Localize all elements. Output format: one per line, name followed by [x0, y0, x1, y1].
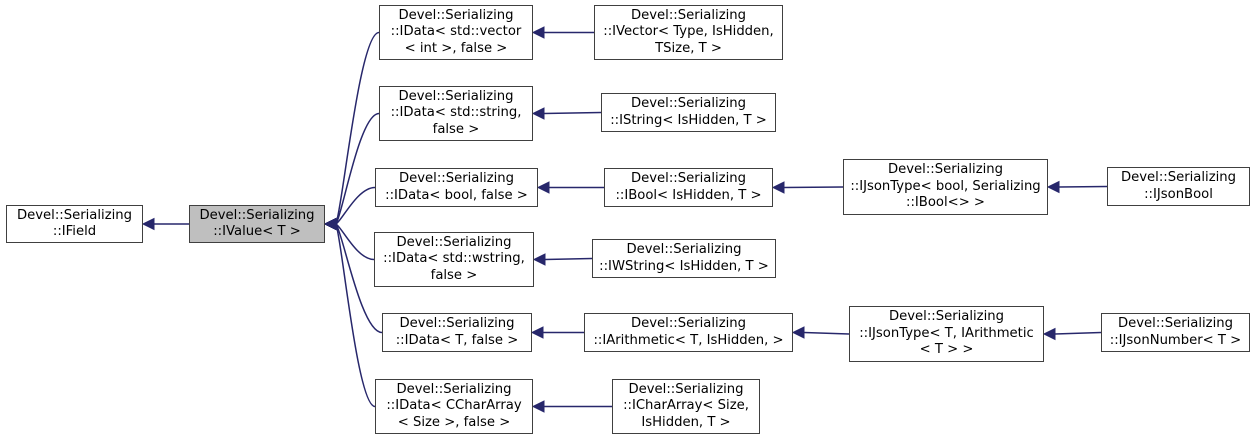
class-node-idata_string[interactable]: Devel::Serializing ::IData< std::string,…: [379, 86, 533, 141]
class-node-icharray[interactable]: Devel::Serializing ::ICharArray< Size, I…: [612, 379, 760, 434]
edge-idata_vector-to-ivalue: [323, 31, 380, 231]
edge-ijsonbool-to-ijsontype_b: [1046, 180, 1108, 194]
class-node-ijsontype_b[interactable]: Devel::Serializing ::IJsonType< bool, Se…: [843, 159, 1048, 215]
edge-iarithmetic-to-idata_t: [530, 326, 584, 339]
edge-iwstring-to-idata_wstr: [532, 253, 593, 266]
edge-ijsontype_a-to-iarithmetic: [791, 326, 850, 339]
edge-ijsonnumber-to-ijsontype_a: [1042, 327, 1102, 341]
class-node-ivector[interactable]: Devel::Serializing ::IVector< Type, IsHi…: [594, 5, 783, 60]
class-node-ijsonbool[interactable]: Devel::Serializing ::IJsonBool: [1107, 167, 1250, 206]
class-node-ijsontype_a[interactable]: Devel::Serializing ::IJsonType< T, IArit…: [849, 306, 1044, 362]
class-node-ivalue[interactable]: Devel::Serializing ::IValue< T >: [189, 205, 325, 243]
class-node-idata_wstr[interactable]: Devel::Serializing ::IData< std::wstring…: [374, 232, 534, 287]
edge-ivector-to-idata_vector: [531, 26, 594, 39]
class-node-ijsonnumber[interactable]: Devel::Serializing ::IJsonNumber< T >: [1101, 313, 1250, 352]
edge-idata_cchar-to-ivalue: [323, 217, 376, 408]
class-node-istring[interactable]: Devel::Serializing ::IString< IsHidden, …: [601, 93, 776, 132]
edge-ijsontype_b-to-ibool: [771, 181, 844, 194]
edge-icharray-to-idata_cchar: [531, 400, 612, 413]
class-node-idata_cchar[interactable]: Devel::Serializing ::IData< CCharArray <…: [375, 379, 533, 434]
edge-istring-to-idata_string: [531, 107, 602, 120]
class-node-iwstring[interactable]: Devel::Serializing ::IWString< IsHidden,…: [592, 239, 776, 278]
class-node-idata_t[interactable]: Devel::Serializing ::IData< T, false >: [382, 313, 532, 352]
class-node-idata_bool[interactable]: Devel::Serializing ::IData< bool, false …: [375, 168, 538, 207]
class-node-ibool[interactable]: Devel::Serializing ::IBool< IsHidden, T …: [604, 168, 773, 207]
class-node-iarithmetic[interactable]: Devel::Serializing ::IArithmetic< T, IsH…: [584, 313, 793, 352]
class-node-ifield[interactable]: Devel::Serializing ::IField: [6, 205, 143, 243]
edge-ibool-to-idata_bool: [536, 181, 604, 194]
edge-ivalue-to-ifield: [141, 217, 189, 231]
class-node-idata_vector[interactable]: Devel::Serializing ::IData< std::vector …: [379, 5, 533, 60]
